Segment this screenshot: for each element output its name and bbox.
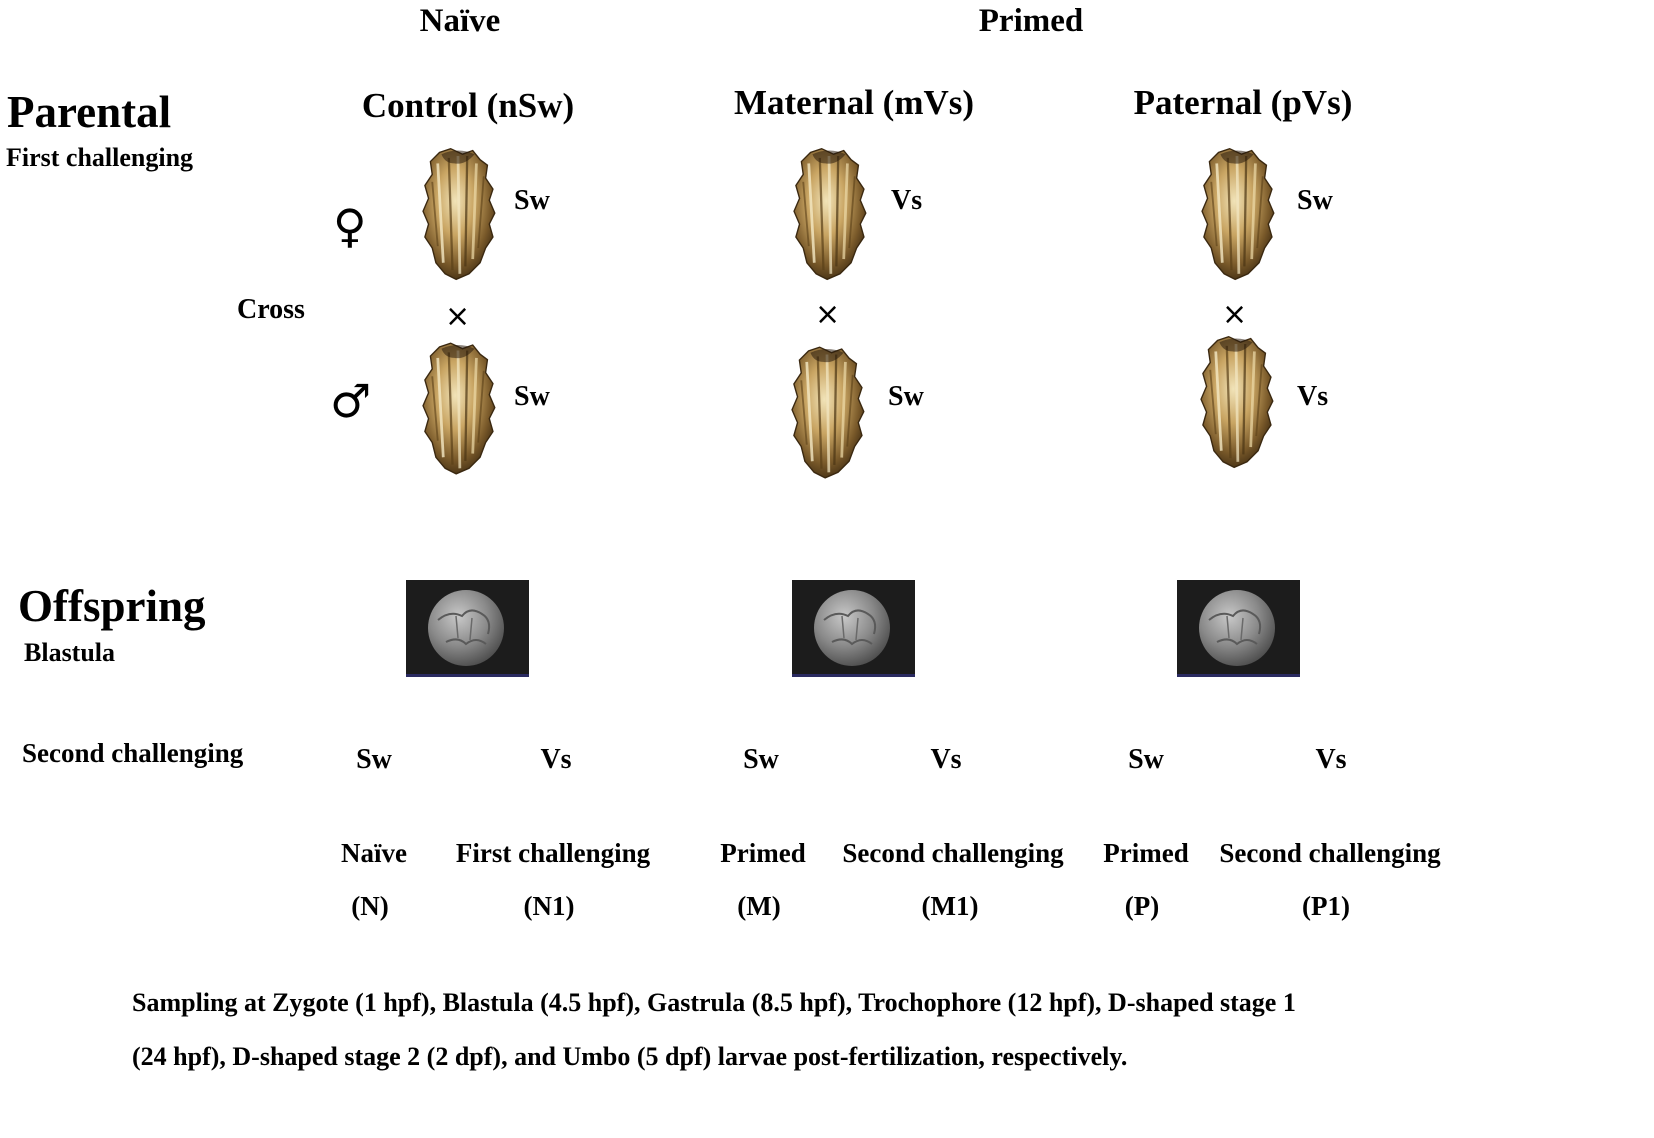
- outcome-code-p: (P): [1124, 891, 1160, 921]
- parental-subtitle: First challenging: [6, 143, 194, 172]
- outcome-name-naive: Naïve: [341, 838, 407, 868]
- male-treatment-control: Sw: [514, 381, 550, 412]
- second-treatment-2: Vs: [540, 744, 572, 775]
- second-treatment-6: Vs: [1315, 744, 1347, 775]
- offspring-heading: Offspring: [18, 581, 206, 631]
- parental-heading: Parental: [7, 87, 172, 137]
- cross-symbol-maternal-icon: ×: [815, 297, 841, 332]
- column-heading-paternal: Paternal (pVs): [1133, 83, 1353, 122]
- blastula-paternal-icon: [1177, 580, 1300, 677]
- offspring-subtitle: Blastula: [24, 638, 116, 667]
- outcome-code-n: (N): [351, 891, 389, 921]
- outcome-name-m1: Second challenging: [842, 838, 1064, 868]
- outcome-name-p: Primed: [1103, 838, 1189, 868]
- outcome-code-m: (M): [737, 891, 781, 921]
- cross-label: Cross: [237, 294, 305, 325]
- naive-group-heading: Naïve: [419, 3, 501, 39]
- male-symbol-icon: ♂: [330, 374, 372, 428]
- male-treatment-paternal: Vs: [1297, 381, 1329, 412]
- second-challenging-label: Second challenging: [22, 738, 244, 768]
- male-oyster-control-icon: [412, 336, 504, 481]
- second-treatment-4: Vs: [930, 744, 962, 775]
- female-symbol-icon: ♀: [333, 199, 367, 253]
- male-oyster-maternal-icon: [781, 340, 873, 485]
- column-heading-control: Control (nSw): [361, 86, 575, 125]
- cross-symbol-control-icon: ×: [445, 299, 471, 334]
- female-oyster-paternal-icon: [1191, 140, 1283, 288]
- sampling-note-line-2: (24 hpf), D-shaped stage 2 (2 dpf), and …: [132, 1042, 1128, 1071]
- second-treatment-1: Sw: [356, 744, 392, 775]
- female-treatment-maternal: Vs: [891, 185, 923, 216]
- outcome-name-n1: First challenging: [455, 838, 651, 868]
- female-treatment-paternal: Sw: [1297, 185, 1333, 216]
- primed-group-heading: Primed: [978, 3, 1084, 39]
- outcome-code-n1: (N1): [523, 891, 575, 921]
- outcome-name-m: Primed: [720, 838, 806, 868]
- sampling-note-line-1: Sampling at Zygote (1 hpf), Blastula (4.…: [132, 988, 1296, 1017]
- blastula-maternal-icon: [792, 580, 915, 677]
- outcome-name-p1: Second challenging: [1219, 838, 1441, 868]
- column-heading-maternal: Maternal (mVs): [733, 83, 975, 122]
- male-treatment-maternal: Sw: [888, 381, 924, 412]
- cross-symbol-paternal-icon: ×: [1222, 297, 1248, 332]
- outcome-code-m1: (M1): [921, 891, 979, 921]
- second-treatment-5: Sw: [1128, 744, 1164, 775]
- outcome-code-p1: (P1): [1302, 891, 1350, 921]
- female-treatment-control: Sw: [514, 185, 550, 216]
- female-oyster-maternal-icon: [783, 140, 875, 288]
- second-treatment-3: Sw: [743, 744, 779, 775]
- female-oyster-control-icon: [412, 140, 504, 288]
- male-oyster-paternal-icon: [1190, 332, 1282, 472]
- blastula-control-icon: [406, 580, 529, 677]
